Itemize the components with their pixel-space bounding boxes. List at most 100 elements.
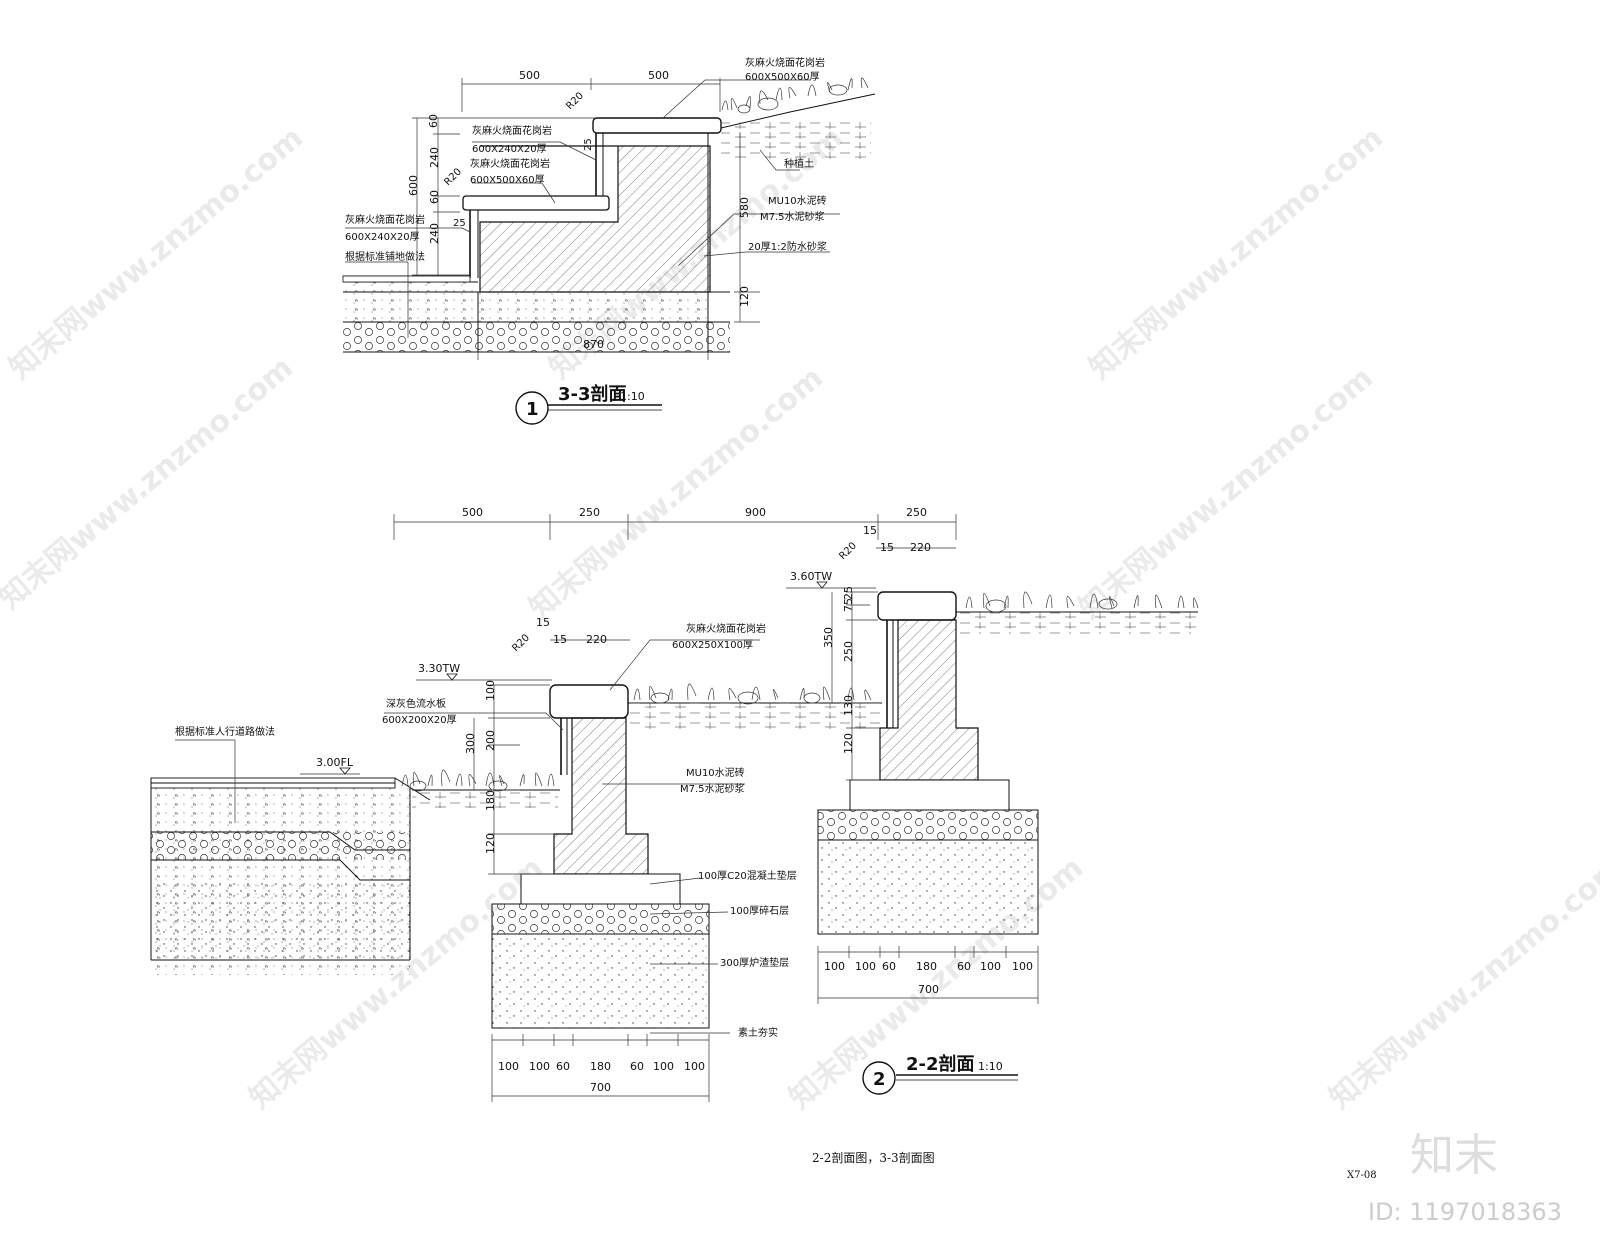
- note-road: 根据标准人行道路做法: [175, 725, 275, 738]
- dim-label: 100: [484, 680, 497, 701]
- note-brick: MU10水泥砖: [768, 194, 827, 207]
- section-number: 2: [873, 1069, 886, 1090]
- dim-label: 100: [529, 1060, 550, 1073]
- concrete-pad-left: [520, 873, 681, 905]
- dim-label: 220: [910, 541, 931, 554]
- section-scale: 1:10: [978, 1060, 1003, 1073]
- note-waterproof: 20厚1:2防水砂浆: [748, 240, 827, 253]
- planting-middle: [628, 683, 882, 729]
- planting-left: [401, 769, 560, 808]
- dim-label: 15: [863, 524, 877, 537]
- dim-label: 300: [464, 733, 477, 754]
- section-title: 3-3剖面: [558, 383, 627, 405]
- planting-upper: [956, 591, 1199, 634]
- dim-label: 870: [583, 338, 604, 351]
- note-drain-size: 600X200X20厚: [382, 714, 457, 726]
- watermark-text: 知末网www.znzmo.com: [1073, 360, 1380, 626]
- dim-label: 250: [579, 506, 600, 519]
- dim-label: 500: [648, 69, 669, 82]
- drawing-caption: 2-2剖面图，3-3剖面图: [812, 1151, 935, 1165]
- gravel-layer-right: [817, 809, 1039, 841]
- note-concrete: 100厚C20混凝土垫层: [698, 869, 797, 882]
- brick-wall-right: [879, 619, 979, 781]
- dim-label: 350: [822, 627, 835, 648]
- dim-label: 25: [453, 218, 466, 229]
- dim-label: 250: [906, 506, 927, 519]
- dim-label: 75: [842, 598, 855, 612]
- section-title: 2-2剖面: [906, 1053, 975, 1075]
- dim-label: 580: [738, 197, 751, 218]
- brick-wall-left: [553, 717, 649, 875]
- dim-label: 120: [738, 286, 751, 307]
- dim-label: 200: [484, 730, 497, 751]
- dim-bottom-right: 100 100 60 180 60 100 100 700: [817, 946, 1039, 1004]
- pavement-left: [150, 777, 431, 975]
- dim-label: 60: [428, 190, 441, 204]
- id-label: ID: 1197018363: [1368, 1198, 1562, 1226]
- dim-label: 130: [842, 695, 855, 716]
- note-cap-size-s2: 600X250X100厚: [672, 639, 753, 651]
- dim-label: 600: [407, 175, 420, 196]
- sheet-code: X7-08: [1347, 1170, 1377, 1181]
- annotations-s1: 灰麻火烧面花岗岩 600X500X60厚 灰麻火烧面花岗岩 600X240X20…: [345, 56, 840, 338]
- section-2-2: 500 250 900 250 15 15 220 R20 15 15 220 …: [150, 506, 1199, 1102]
- note-soil-s2: 素土夯实: [738, 1026, 778, 1039]
- level-floor: 3.00FL: [316, 756, 354, 769]
- dim-label: 120: [842, 733, 855, 754]
- dim-label: 60: [427, 114, 440, 128]
- section-3-3: 500 500 60 240 60 240 600: [342, 56, 876, 425]
- dim-label: 15: [536, 616, 550, 629]
- dim-left-wall: 100 300 200 180 120: [464, 680, 554, 875]
- level-wall-right: 3.60TW: [790, 570, 832, 583]
- annotations-s2: 根据标准人行道路做法 灰麻火烧面花岗岩 600X250X100厚 深灰色流水板 …: [175, 622, 797, 1039]
- dim-label: 240: [428, 147, 441, 168]
- dim-left-s1: 60 240 60 240 600: [407, 114, 595, 276]
- cap-stone-left: [549, 684, 629, 719]
- note-paving: 根据标准铺地做法: [345, 250, 425, 263]
- note-cap-size: 600X500X60厚: [745, 71, 820, 83]
- note-riser-lower-size: 600X240X20厚: [345, 231, 420, 243]
- dim-label: 25: [583, 138, 594, 151]
- dim-label: 100: [980, 960, 1001, 973]
- radius-label: R20: [442, 166, 464, 188]
- dim-label: 700: [918, 983, 939, 996]
- dim-label: 180: [916, 960, 937, 973]
- note-brick-s2: MU10水泥砖: [686, 766, 745, 779]
- section-title-s1: 1 3-3剖面 1:10: [515, 383, 662, 425]
- dim-label: 700: [590, 1081, 611, 1094]
- dim-label: 60: [882, 960, 896, 973]
- section-number-circle: [515, 391, 549, 425]
- dim-label: 60: [957, 960, 971, 973]
- dim-label: 220: [586, 633, 607, 646]
- dim-label: 250: [842, 641, 855, 662]
- concrete-pad-right: [849, 779, 1010, 811]
- radius-label: R20: [510, 632, 532, 654]
- note-step-size: 600X500X60厚: [470, 174, 545, 186]
- dim-label: 100: [653, 1060, 674, 1073]
- slag-layer-left: [491, 933, 710, 1029]
- watermark-text: 知末网www.znzmo.com: [1083, 120, 1390, 386]
- paving-s1: [342, 275, 730, 353]
- step-stone-s1: [462, 195, 610, 211]
- note-step: 灰麻火烧面花岗岩: [470, 157, 550, 170]
- level-markers: 3.30TW 3.60TW 3.00FL: [300, 570, 876, 775]
- dim-label: 60: [556, 1060, 570, 1073]
- section-title-s2: 2 2-2剖面 1:10: [862, 1053, 1018, 1095]
- radius-label: R20: [564, 90, 586, 112]
- dim-label: 60: [630, 1060, 644, 1073]
- level-wall-left: 3.30TW: [418, 662, 460, 675]
- section-number: 1: [526, 399, 539, 420]
- cap-stone-right: [877, 591, 957, 621]
- section-scale: 1:10: [620, 390, 645, 403]
- dim-label: 25: [842, 586, 855, 600]
- note-mortar-s2: M7.5水泥砂浆: [680, 782, 745, 795]
- note-mortar: M7.5水泥砂浆: [760, 210, 825, 223]
- watermark-text: 知末网www.znzmo.com: [3, 120, 310, 386]
- note-riser-lower: 灰麻火烧面花岗岩: [345, 213, 425, 226]
- dim-label: 100: [855, 960, 876, 973]
- note-slag: 300厚炉渣垫层: [720, 956, 789, 969]
- dim-right-s1: 580 120: [734, 133, 760, 323]
- brick-wall-s1: [479, 145, 711, 293]
- dim-label: 100: [498, 1060, 519, 1073]
